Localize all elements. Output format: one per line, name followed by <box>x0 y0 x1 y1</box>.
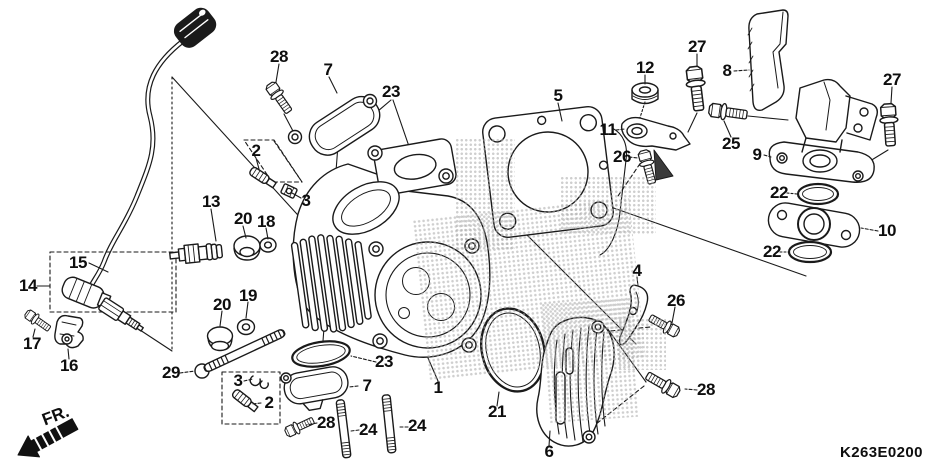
part-callout-18: 18 <box>257 212 275 231</box>
part-callout-26: 26 <box>613 147 631 166</box>
part-callout-9: 9 <box>752 145 762 164</box>
part-3-clip-drawing <box>249 375 269 389</box>
part-7-cover-drawing <box>280 366 349 412</box>
part-callout-12: 12 <box>636 58 654 77</box>
part-callout-4: 4 <box>632 261 642 280</box>
part-callout-27: 27 <box>688 37 706 56</box>
part-callout-11: 11 <box>599 120 617 139</box>
part-16-clamp-drawing <box>54 314 84 349</box>
callout-leader-lines <box>32 53 893 447</box>
part-callout-16: 16 <box>60 356 78 375</box>
part-callout-22: 22 <box>770 183 788 202</box>
part-19-washer-drawing <box>236 318 256 336</box>
part-callout-17: 17 <box>23 334 41 353</box>
part-callout-10: 10 <box>878 221 896 240</box>
part-callout-1: 1 <box>433 378 443 397</box>
part-callout-24: 24 <box>408 416 426 435</box>
part-22-oring-drawing <box>796 182 840 206</box>
part-callout-28: 28 <box>317 413 335 432</box>
part-15-plug-cap-drawing <box>61 276 144 332</box>
part-2-adjusting-screw-drawing <box>221 371 281 425</box>
part-callout-25: 25 <box>722 134 740 153</box>
part-8-tensioner-cover-drawing <box>747 9 789 112</box>
part-13-spark-plug-drawing <box>169 243 223 265</box>
part-callout-8: 8 <box>722 61 732 80</box>
part-callout-7: 7 <box>362 376 372 395</box>
part-callout-24: 24 <box>359 420 377 439</box>
part-callout-22: 22 <box>763 242 781 261</box>
part-callout-6: 6 <box>544 442 554 461</box>
part-callout-23: 23 <box>382 82 400 101</box>
part-20-cap-nut-drawing <box>233 235 261 261</box>
part-callout-23: 23 <box>375 352 393 371</box>
part-callout-29: 29 <box>162 363 180 382</box>
part-callout-21: 21 <box>488 402 506 421</box>
part-callout-13: 13 <box>202 192 220 211</box>
part-11-bracket-drawing <box>620 116 691 181</box>
part-callout-26: 26 <box>667 291 685 310</box>
part-7-cover-drawing <box>287 93 381 156</box>
part-callout-3: 3 <box>233 371 243 390</box>
part-callout-2: 2 <box>251 141 261 160</box>
part-23-oring-drawing <box>291 340 351 368</box>
spark-plug-wire-drawing <box>85 7 217 296</box>
part-18-washer-drawing <box>259 237 277 253</box>
diagram-code: K263E0200 <box>840 444 923 461</box>
part-callout-20: 20 <box>213 295 231 314</box>
part-callout-15: 15 <box>69 253 87 272</box>
part-20-tappet-cover-drawing <box>206 326 234 352</box>
part-callout-3: 3 <box>301 191 311 210</box>
part-9-intake-manifold-drawing <box>768 78 879 183</box>
part-callout-2: 2 <box>264 393 274 412</box>
part-2-adjusting-screw-drawing <box>243 139 303 190</box>
part-callout-14: 14 <box>19 276 37 295</box>
part-callout-19: 19 <box>239 286 257 305</box>
fr-arrow <box>17 418 79 458</box>
part-callout-28: 28 <box>270 47 288 66</box>
part-callout-5: 5 <box>553 86 563 105</box>
part-callout-27: 27 <box>883 70 901 89</box>
part-12-grommet-drawing <box>631 82 659 105</box>
part-callout-28: 28 <box>697 380 715 399</box>
part-callout-20: 20 <box>234 209 252 228</box>
part-callout-7: 7 <box>323 60 333 79</box>
part-3-nut-drawing <box>280 183 298 199</box>
part-10-insulator-drawing <box>767 202 861 248</box>
